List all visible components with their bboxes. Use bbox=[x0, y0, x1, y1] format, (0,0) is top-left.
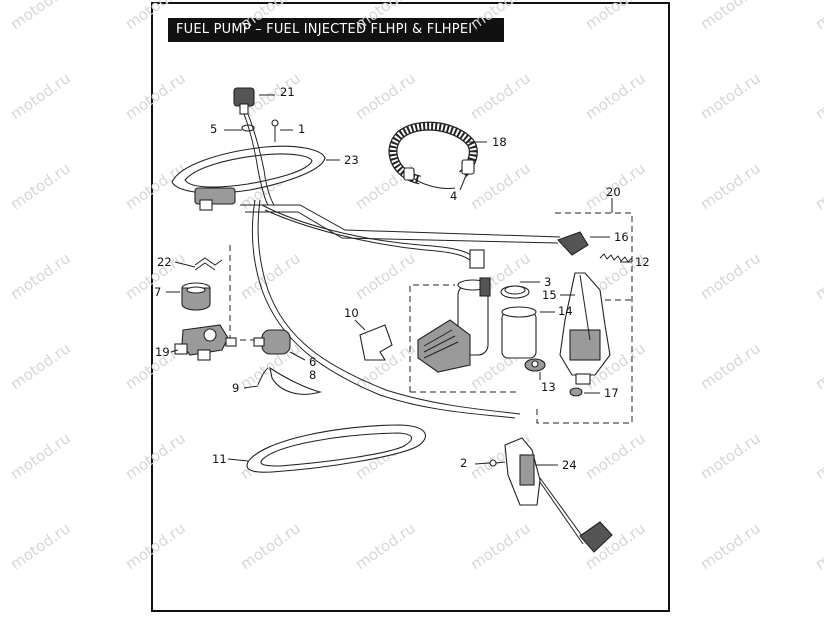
watermark-text: motod.ru bbox=[7, 69, 74, 123]
callout-labels: 21 5 1 23 18 4 20 16 12 3 15 14 10 22 7 … bbox=[154, 85, 650, 472]
callout-5: 5 bbox=[210, 122, 217, 136]
nut bbox=[524, 358, 546, 372]
watermark-text: motod.ru bbox=[697, 249, 764, 303]
watermark-text: motod.ru bbox=[352, 69, 419, 123]
pressure-regulator bbox=[181, 282, 211, 311]
inline-filter bbox=[253, 329, 323, 395]
callout-20: 20 bbox=[606, 185, 621, 199]
callout-19: 19 bbox=[155, 345, 170, 359]
watermark-text: motod.ru bbox=[467, 69, 534, 123]
wire-clip bbox=[257, 367, 269, 386]
watermark-text: motod.ru bbox=[812, 429, 824, 483]
callout-2: 2 bbox=[460, 456, 467, 470]
callout-23: 23 bbox=[344, 153, 359, 167]
watermark-text: motod.ru bbox=[467, 519, 534, 573]
clamp bbox=[500, 285, 530, 299]
callout-18: 18 bbox=[492, 135, 507, 149]
watermark-text: motod.ru bbox=[812, 339, 824, 393]
regulator-housing bbox=[174, 324, 237, 361]
watermark-text: motod.ru bbox=[582, 0, 649, 33]
watermark-text: motod.ru bbox=[582, 429, 649, 483]
watermark-text: motod.ru bbox=[467, 0, 534, 33]
watermark-text: motod.ru bbox=[7, 249, 74, 303]
watermark-text: motod.ru bbox=[352, 0, 419, 33]
watermark-text: motod.ru bbox=[812, 249, 824, 303]
fuel-strainer bbox=[417, 319, 471, 373]
watermark-text: motod.ru bbox=[812, 519, 824, 573]
cap bbox=[569, 387, 583, 397]
callout-21: 21 bbox=[280, 85, 295, 99]
watermark-text: motod.ru bbox=[812, 0, 824, 33]
callout-7: 7 bbox=[154, 285, 161, 299]
pump-bracket bbox=[559, 272, 611, 385]
callout-14: 14 bbox=[558, 304, 573, 318]
leader-lines bbox=[166, 94, 632, 466]
fuel-level-sender bbox=[489, 437, 613, 553]
callout-22: 22 bbox=[157, 255, 172, 269]
callout-12: 12 bbox=[635, 255, 650, 269]
callout-8: 8 bbox=[309, 368, 316, 382]
callout-11: 11 bbox=[212, 452, 227, 466]
callout-6: 6 bbox=[309, 355, 316, 369]
callout-24: 24 bbox=[562, 458, 577, 472]
watermark-text: motod.ru bbox=[812, 159, 824, 213]
watermark-text: motod.ru bbox=[237, 519, 304, 573]
watermark-text: motod.ru bbox=[7, 339, 74, 393]
callout-1: 1 bbox=[298, 122, 305, 136]
watermark-text: motod.ru bbox=[7, 0, 74, 33]
top-plate bbox=[171, 145, 326, 211]
callout-10: 10 bbox=[344, 306, 359, 320]
callout-9: 9 bbox=[232, 381, 239, 395]
watermark-text: motod.ru bbox=[352, 249, 419, 303]
watermark-text: motod.ru bbox=[582, 69, 649, 123]
diagram-title: FUEL PUMP – FUEL INJECTED FLHPI & FLHPEI bbox=[168, 18, 504, 42]
callout-4: 4 bbox=[450, 189, 457, 203]
clip bbox=[557, 231, 589, 256]
fuel-hose bbox=[388, 121, 478, 189]
callout-15: 15 bbox=[542, 288, 557, 302]
spring bbox=[599, 253, 633, 263]
watermark-text: motod.ru bbox=[7, 429, 74, 483]
watermark-text: motod.ru bbox=[697, 0, 764, 33]
watermark-text: motod.ru bbox=[122, 429, 189, 483]
callout-17: 17 bbox=[604, 386, 619, 400]
pump-sleeve bbox=[501, 306, 537, 359]
watermark-text: motod.ru bbox=[697, 69, 764, 123]
watermark-text: motod.ru bbox=[467, 159, 534, 213]
watermark-text: motod.ru bbox=[697, 519, 764, 573]
callout-13: 13 bbox=[541, 380, 556, 394]
watermark-text: motod.ru bbox=[697, 429, 764, 483]
watermark-text: motod.ru bbox=[697, 159, 764, 213]
retaining-clip bbox=[194, 257, 223, 271]
callout-3: 3 bbox=[544, 275, 551, 289]
watermark-layer: motod.ru motod.ru motod.ru motod.ru motod.ru… bbox=[7, 0, 824, 573]
watermark-text: motod.ru bbox=[237, 0, 304, 33]
watermark-text: motod.ru bbox=[122, 69, 189, 123]
watermark-text: motod.ru bbox=[7, 159, 74, 213]
watermark-text: motod.ru bbox=[122, 519, 189, 573]
watermark-text: motod.ru bbox=[352, 159, 419, 213]
connector-parts bbox=[233, 87, 279, 206]
watermark-text: motod.ru bbox=[697, 339, 764, 393]
watermark-text: motod.ru bbox=[122, 0, 189, 33]
mounting-bracket bbox=[359, 324, 393, 361]
gasket bbox=[246, 424, 427, 473]
watermark-text: motod.ru bbox=[812, 69, 824, 123]
watermark-text: motod.ru bbox=[7, 519, 74, 573]
watermark-text: motod.ru bbox=[352, 519, 419, 573]
wire-harness bbox=[240, 199, 561, 419]
callout-16: 16 bbox=[614, 230, 629, 244]
